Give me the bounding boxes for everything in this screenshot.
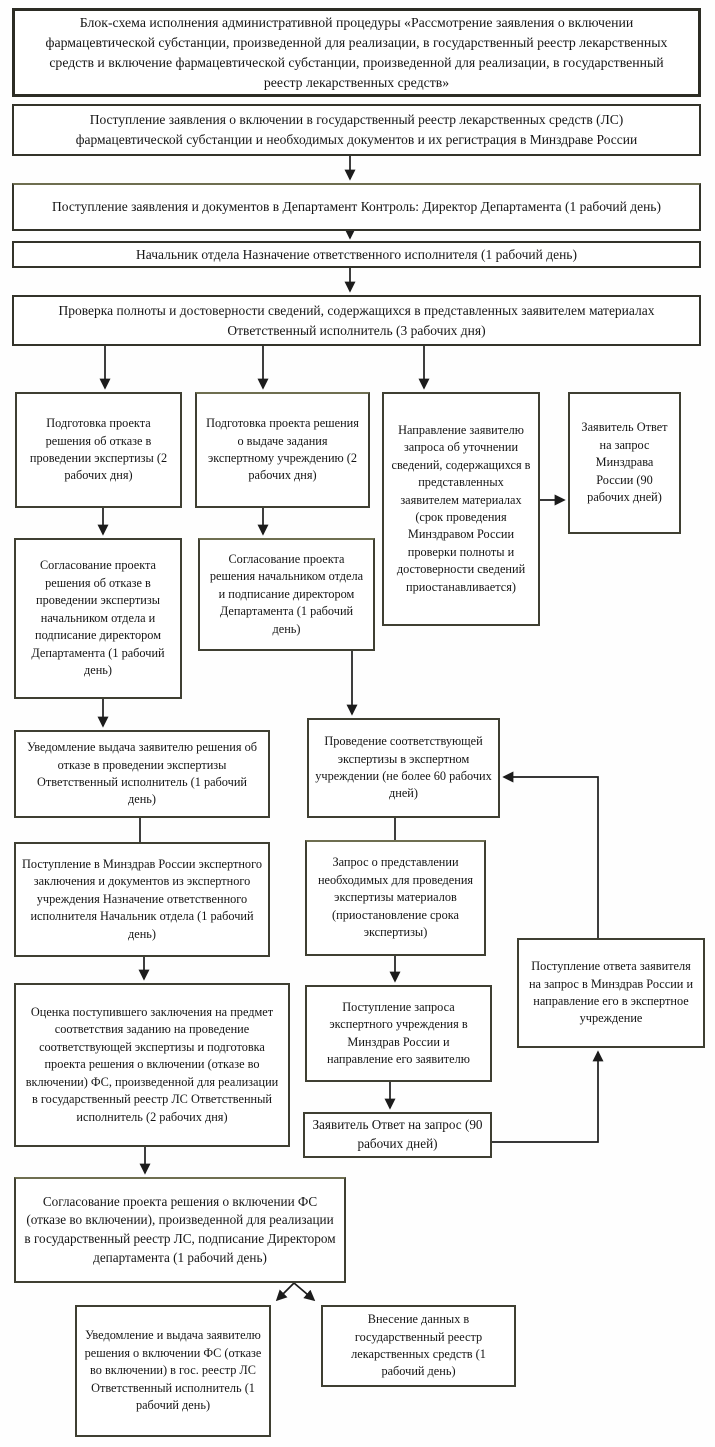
node-register-data-entry: Внесение данных в государственный реестр… xyxy=(321,1305,516,1387)
node-expert-request-forwarding: Поступление запроса экспертного учрежден… xyxy=(305,985,492,1082)
node-title: Блок-схема исполнения административной п… xyxy=(12,8,701,97)
node-approve-task-decision: Согласование проекта решения начальником… xyxy=(198,538,375,651)
node-draft-task-decision: Подготовка проекта решения о выдаче зада… xyxy=(195,392,370,508)
node-clarification-request: Направление заявителю запроса об уточнен… xyxy=(382,392,540,626)
node-approve-refusal-decision: Согласование проекта решения об отказе в… xyxy=(14,538,182,699)
node-expert-conclusion-receipt: Поступление в Минздрав России экспертног… xyxy=(14,842,270,957)
node-approve-inclusion-decision: Согласование проекта решения о включении… xyxy=(14,1177,346,1283)
node-inclusion-notification: Уведомление и выдача заявителю решения о… xyxy=(75,1305,271,1437)
node-application-registration: Поступление заявления о включении в госу… xyxy=(12,104,701,156)
node-materials-request: Запрос о представлении необходимых для п… xyxy=(305,840,486,956)
node-expertise-conduct: Проведение соответствующей экспертизы в … xyxy=(307,718,500,818)
node-refusal-notification: Уведомление выдача заявителю решения об … xyxy=(14,730,270,818)
node-applicant-answer-forwarding: Поступление ответа заявителя на запрос в… xyxy=(517,938,705,1048)
node-conclusion-evaluation: Оценка поступившего заключения на предме… xyxy=(14,983,290,1147)
node-department-receipt: Поступление заявления и документов в Деп… xyxy=(12,183,701,231)
node-draft-refusal-decision: Подготовка проекта решения об отказе в п… xyxy=(15,392,182,508)
node-applicant-answer-90: Заявитель Ответ на запрос (90 рабочих дн… xyxy=(303,1112,492,1158)
node-executor-assignment: Начальник отдела Назначение ответственно… xyxy=(12,241,701,268)
node-applicant-response-90: Заявитель Ответ на запрос Минздрава Росс… xyxy=(568,392,681,534)
node-completeness-check: Проверка полноты и достоверности сведени… xyxy=(12,295,701,346)
